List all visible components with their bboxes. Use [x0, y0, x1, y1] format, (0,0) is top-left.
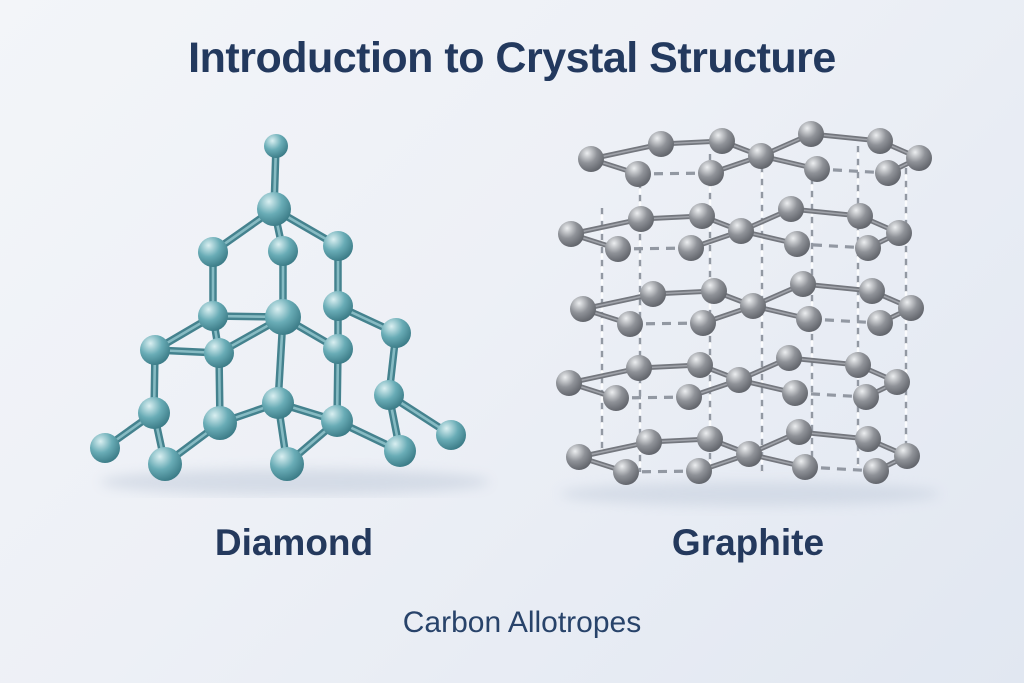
diamond-label: Diamond: [214, 522, 374, 563]
carbon-atom: [867, 128, 893, 154]
carbon-atom: [687, 352, 713, 378]
carbon-atom: [863, 458, 889, 484]
carbon-atom: [203, 406, 237, 440]
carbon-atom: [875, 160, 901, 186]
carbon-atom: [689, 203, 715, 229]
graphite-layer: [578, 121, 932, 187]
carbon-atom: [265, 299, 301, 335]
carbon-atom: [898, 295, 924, 321]
graphite-layer: [558, 196, 912, 262]
carbon-atom: [792, 454, 818, 480]
carbon-atom: [884, 369, 910, 395]
diamond-structure: [90, 134, 490, 495]
diamond-atoms: [90, 134, 466, 481]
graphite-layer: [570, 271, 924, 337]
carbon-atom: [264, 134, 288, 158]
carbon-atom: [855, 426, 881, 452]
carbon-atom: [603, 385, 629, 411]
carbon-atom: [648, 131, 674, 157]
carbon-atom: [384, 435, 416, 467]
carbon-atom: [845, 352, 871, 378]
carbon-atom: [859, 278, 885, 304]
carbon-atom: [140, 335, 170, 365]
graphite-structure: [556, 121, 940, 506]
carbon-atom: [625, 161, 651, 187]
carbon-atom: [736, 441, 762, 467]
carbon-atom: [867, 310, 893, 336]
carbon-atom: [323, 231, 353, 261]
carbon-atom: [262, 387, 294, 419]
carbon-atom: [148, 447, 182, 481]
carbon-atom: [728, 218, 754, 244]
carbon-atom: [796, 306, 822, 332]
carbon-atom: [270, 447, 304, 481]
carbon-atom: [686, 458, 712, 484]
carbon-atom: [257, 192, 291, 226]
carbon-atom: [558, 221, 584, 247]
carbon-atom: [740, 293, 766, 319]
carbon-atom: [847, 203, 873, 229]
carbon-atom: [790, 271, 816, 297]
carbon-atom: [570, 296, 596, 322]
carbon-atom: [709, 128, 735, 154]
carbon-atom: [204, 338, 234, 368]
carbon-atom: [617, 311, 643, 337]
carbon-atom: [778, 196, 804, 222]
carbon-atom: [578, 146, 604, 172]
carbon-atom: [701, 278, 727, 304]
carbon-atom: [726, 367, 752, 393]
carbon-atom: [436, 420, 466, 450]
carbon-atom: [697, 426, 723, 452]
carbon-atom: [782, 380, 808, 406]
carbon-atom: [678, 235, 704, 261]
carbon-atom: [198, 301, 228, 331]
carbon-atom: [613, 459, 639, 485]
carbon-atom: [698, 160, 724, 186]
carbon-atom: [894, 443, 920, 469]
carbon-atom: [566, 444, 592, 470]
carbon-atom: [138, 397, 170, 429]
carbon-atom: [640, 281, 666, 307]
graphite-layer: [556, 345, 910, 411]
carbon-atom: [90, 433, 120, 463]
carbon-atom: [374, 380, 404, 410]
carbon-atom: [786, 419, 812, 445]
carbon-atom: [886, 220, 912, 246]
carbon-atom: [628, 206, 654, 232]
carbon-atom: [198, 237, 228, 267]
carbon-atom: [323, 334, 353, 364]
carbon-atom: [906, 145, 932, 171]
carbon-atom: [853, 384, 879, 410]
carbon-atom: [381, 318, 411, 348]
carbon-atom: [626, 355, 652, 381]
carbon-atom: [748, 143, 774, 169]
graphite-layer: [566, 419, 920, 485]
carbon-atom: [636, 429, 662, 455]
carbon-atom: [323, 291, 353, 321]
carbon-atom: [605, 236, 631, 262]
carbon-atom: [804, 156, 830, 182]
carbon-atom: [268, 236, 298, 266]
carbon-atom: [690, 310, 716, 336]
carbon-atom: [798, 121, 824, 147]
caption-text: Carbon Allotropes: [402, 606, 642, 639]
carbon-atom: [676, 384, 702, 410]
carbon-atom: [855, 235, 881, 261]
carbon-atom: [556, 370, 582, 396]
page-title: Introduction to Crystal Structure: [188, 34, 836, 82]
graphite-shadow: [560, 482, 940, 506]
carbon-atom: [784, 231, 810, 257]
graphite-label: Graphite: [671, 522, 825, 563]
carbon-atom: [321, 405, 353, 437]
diamond-shadow: [100, 469, 490, 495]
carbon-atom: [776, 345, 802, 371]
